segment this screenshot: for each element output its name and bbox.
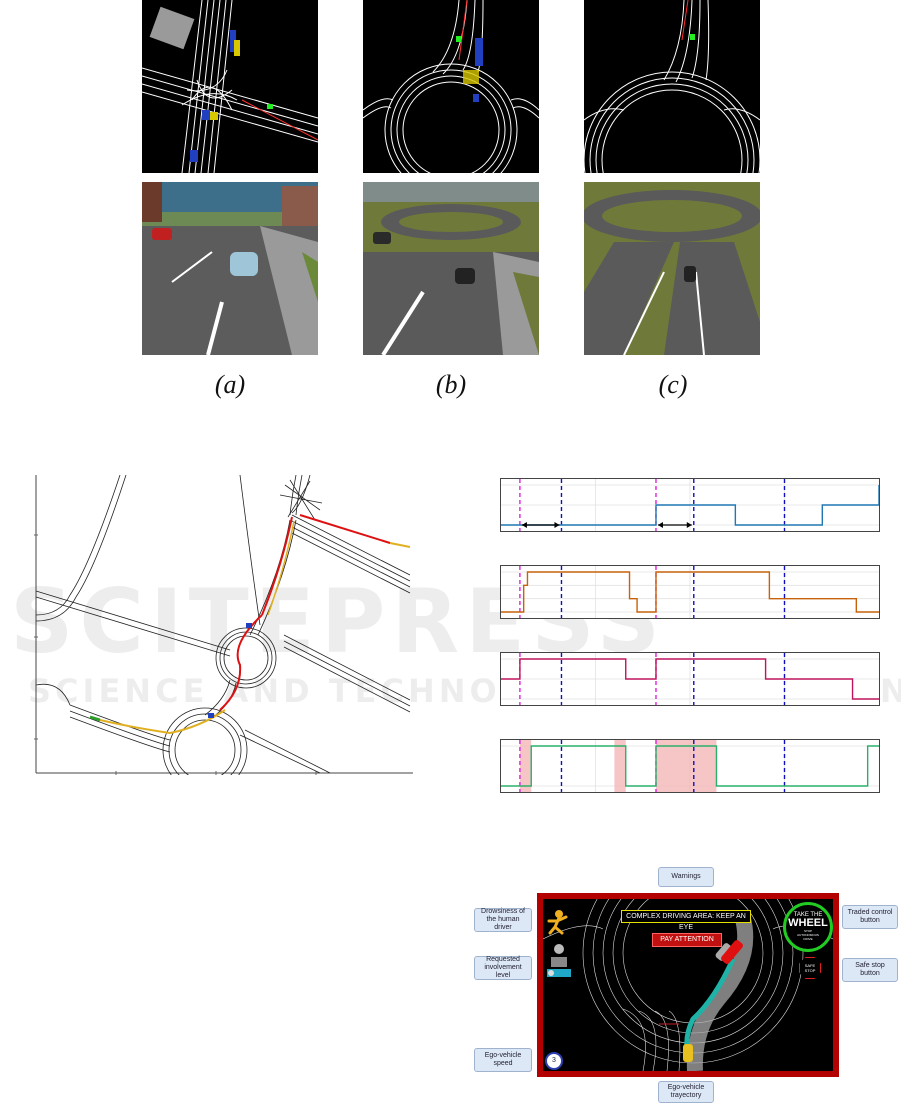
sim-cameraview-a (142, 182, 318, 355)
hmi-label-drowsiness: Drowsiness of the human driver (474, 908, 532, 932)
hmi-label-speed: Ego-vehicle speed (474, 1048, 532, 1072)
hmi-screen-inner: COMPLEX DRIVING AREA: KEEP AN EYE PAY AT… (543, 899, 833, 1071)
hmi-screen: COMPLEX DRIVING AREA: KEEP AN EYE PAY AT… (537, 893, 839, 1077)
pay-attention-banner: PAY ATTENTION (652, 933, 722, 947)
hmi-label-traded-control: Traded control button (842, 905, 898, 929)
complex-area-warning-banner: COMPLEX DRIVING AREA: KEEP AN EYE (621, 910, 751, 931)
speed-value: 3 (552, 1057, 556, 1064)
sim-topview-a (142, 0, 318, 173)
safe-stop-button[interactable]: SAFE STOP (799, 957, 821, 979)
pay-attention-text: PAY ATTENTION (660, 936, 714, 943)
shaded-region (655, 740, 717, 792)
step-plot-2 (500, 565, 880, 619)
wheel-text: WHEEL (788, 917, 828, 929)
arrow-head-right (554, 522, 560, 528)
hmi-label-trajectory: Ego-vehicle trayectory (658, 1081, 714, 1103)
hmi-label-safe-stop: Safe stop button (842, 958, 898, 982)
wheel-sub-2: AUTONOMOUS (797, 933, 819, 937)
caption-b: (b) (435, 370, 467, 399)
take-the-wheel-button[interactable]: TAKE THE WHEEL STOP AUTONOMOUS DRIVE (783, 902, 833, 952)
step-plot-1 (500, 478, 880, 532)
wheel-sub-3: DRIVE (803, 937, 813, 941)
caption-c: (c) (658, 370, 688, 399)
hmi-label-warnings: Warnings (658, 867, 714, 887)
arrow-head-left (657, 522, 663, 528)
step-plot-4 (500, 739, 880, 793)
hmi-label-involvement: Requested involvement level (474, 956, 532, 980)
sim-topview-b (363, 0, 539, 173)
step-plot-3 (500, 652, 880, 706)
involvement-level-icon (545, 943, 571, 979)
route-map (30, 475, 415, 775)
series-line (501, 745, 879, 787)
sim-topview-c (584, 0, 760, 173)
take-the-text: TAKE THE (793, 912, 823, 918)
series-line (501, 485, 880, 526)
caption-a: (a) (214, 370, 246, 399)
speed-indicator: 3 (545, 1052, 563, 1070)
drowsiness-icon (547, 909, 569, 935)
series-line (501, 571, 879, 613)
shaded-region (519, 740, 532, 792)
safe-stop-text: SAFE STOP (804, 963, 816, 973)
complex-area-warning-text: COMPLEX DRIVING AREA: KEEP AN EYE (626, 913, 746, 931)
sim-cameraview-c (584, 182, 760, 355)
sim-cameraview-b (363, 182, 539, 355)
shaded-region (614, 740, 626, 792)
arrow-head-left (521, 522, 527, 528)
arrow-head-right (686, 522, 692, 528)
series-line (501, 658, 879, 700)
wheel-sub-1: STOP (803, 929, 813, 933)
